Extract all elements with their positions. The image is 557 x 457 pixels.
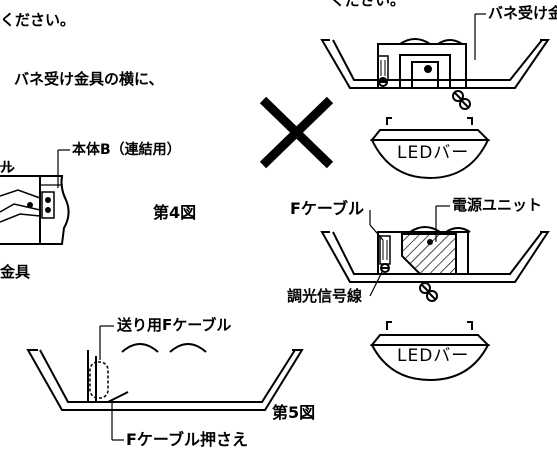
instruction-line-1: ください。 [0,11,76,29]
fixture-top-right [320,13,550,110]
dimmer-line-label: 調光信号線 [287,287,363,305]
body-b-label: 本体B（連結用） [72,142,181,158]
led-bar-top [369,117,491,180]
bracket-label-clip: 金具 [0,263,31,281]
prohibited-cross [259,96,334,169]
power-unit-label: 電源ユニット [452,196,543,214]
led-bar-bottom-label: LEDバー [397,346,470,366]
fig-4-caption: 第4図 [153,203,197,222]
send-f-cable-label: 送り用Fケーブル [117,316,232,334]
led-bar-top-label: LEDバー [397,143,470,163]
f-cable-holder-label: Fケーブル押さえ [126,430,248,449]
fixture-bottom-left [26,325,304,441]
spring-bracket-label: バネ受け金具 [488,4,557,22]
instruction-line-2: バネ受け金具の横に、 [14,70,164,88]
fixture-left-partial [0,149,70,245]
cable-label-clip: ル [0,158,16,176]
fixture-mid-right [320,205,550,302]
f-cable-label: Fケーブル [290,199,364,218]
led-bar-bottom [369,321,491,382]
top-clip-label: ください。 [330,0,406,9]
fig-5-caption: 第5図 [272,403,316,422]
